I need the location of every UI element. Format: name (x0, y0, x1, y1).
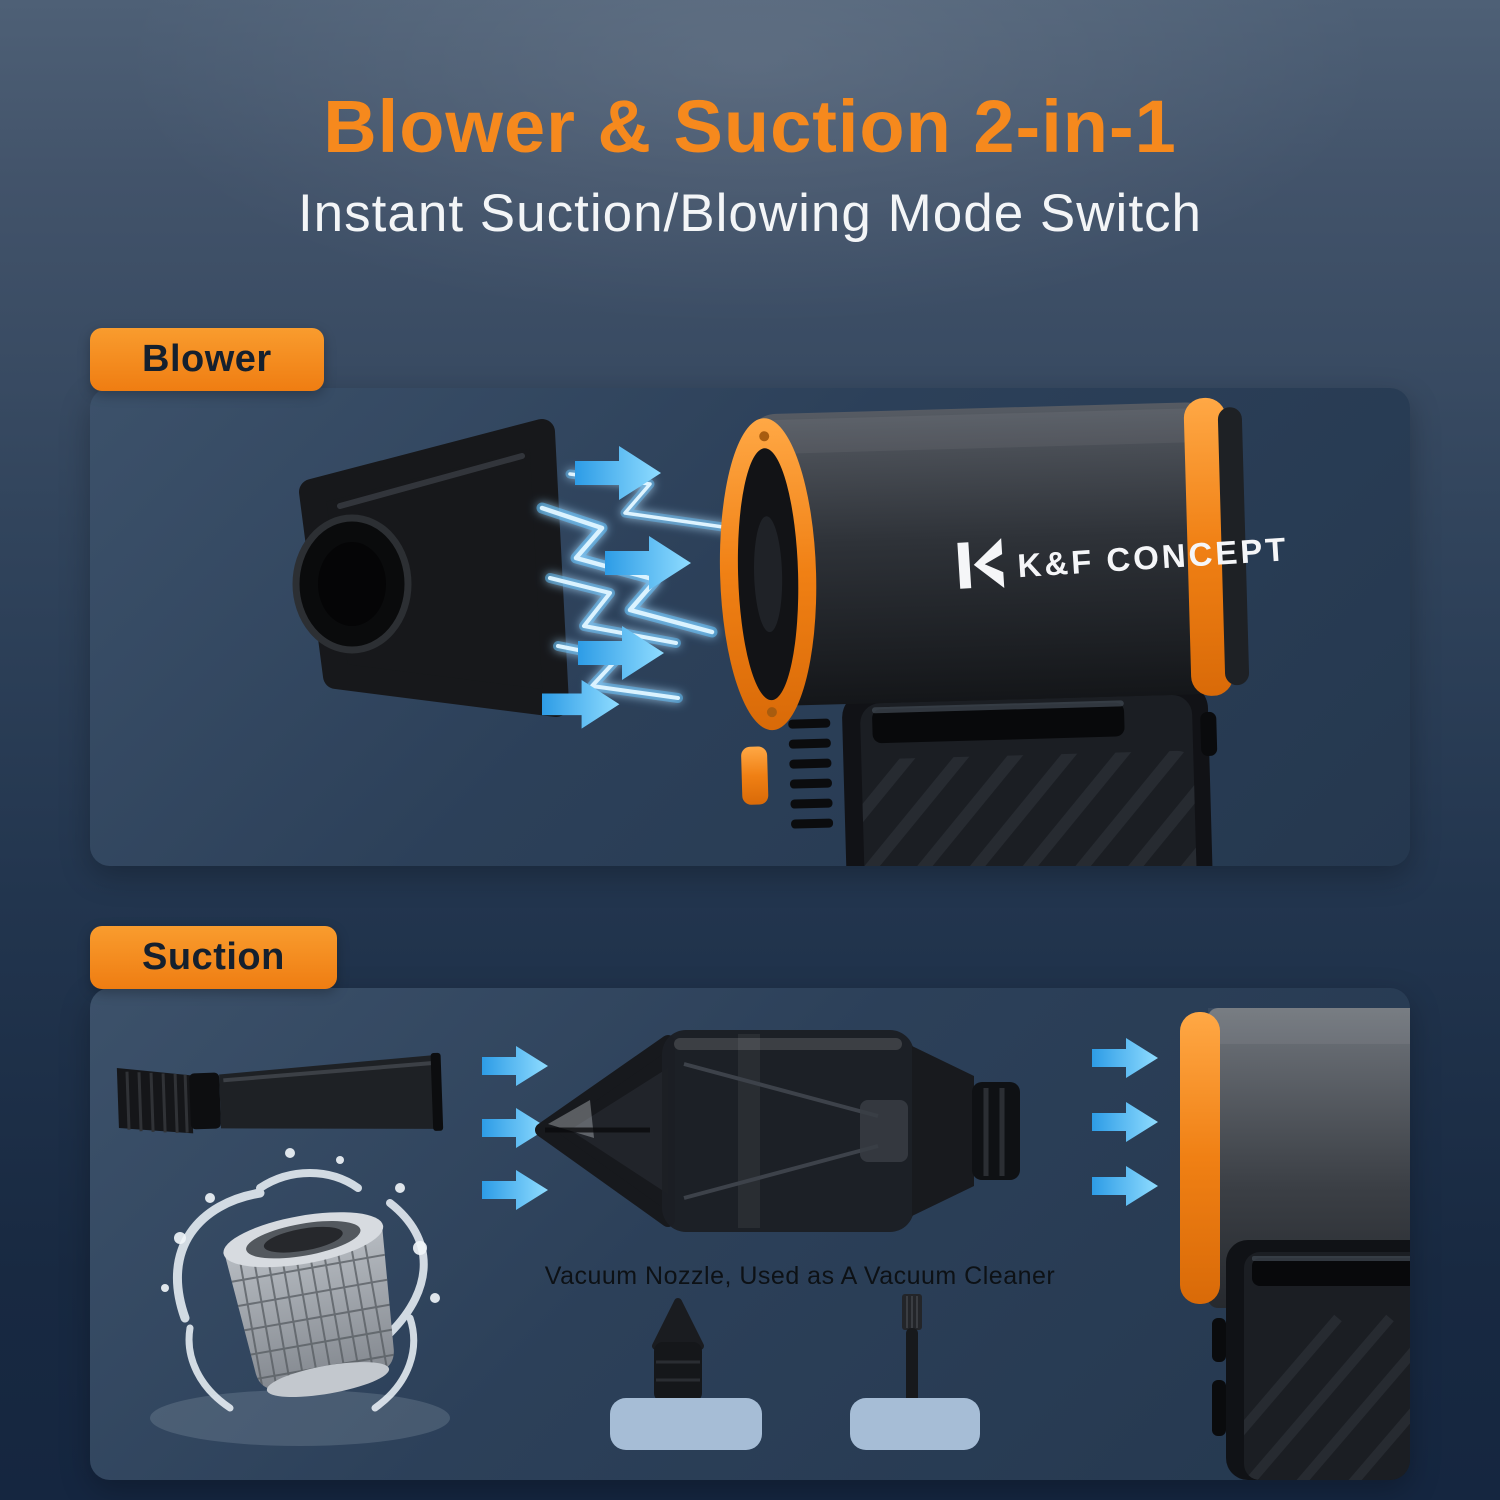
filter-cartridge-icon (223, 1212, 405, 1398)
blower-scene: K&F CONCEPT (292, 397, 1290, 866)
brush-nozzle-small-icon (902, 1294, 922, 1408)
front-fan-ring-icon (719, 418, 817, 731)
pedestal-right (850, 1398, 980, 1450)
washable-filter-splash (150, 1148, 450, 1446)
page-title: Blower & Suction 2-in-1 (323, 85, 1177, 168)
brush-nozzle-icon (116, 1052, 444, 1134)
blower-device-partial (1180, 1008, 1410, 1480)
vacuum-nozzle-small-icon (652, 1298, 704, 1412)
blower-panel: K&F CONCEPT (90, 388, 1410, 866)
vent-grille-icon (788, 718, 834, 829)
mode-switch-button (741, 746, 769, 805)
page-subtitle: Instant Suction/Blowing Mode Switch (297, 184, 1203, 243)
vacuum-nozzle-icon (535, 1030, 1020, 1232)
vacuum-nozzle-caption: Vacuum Nozzle, Used as A Vacuum Cleaner (545, 1262, 1055, 1290)
blower-nozzle-cone-icon (292, 419, 569, 717)
blower-device: K&F CONCEPT (719, 397, 1290, 866)
suction-panel: Vacuum Nozzle, Used as A Vacuum Cleaner (90, 988, 1410, 1480)
airflow-arrow-icons-suction-right (1092, 1038, 1158, 1206)
suction-scene: Vacuum Nozzle, Used as A Vacuum Cleaner (116, 1008, 1410, 1480)
suction-badge: Suction (90, 926, 337, 989)
blower-badge: Blower (90, 328, 324, 391)
device-handle (741, 682, 1218, 866)
pedestal-left (610, 1398, 762, 1450)
water-droplets-icon (161, 1148, 440, 1303)
